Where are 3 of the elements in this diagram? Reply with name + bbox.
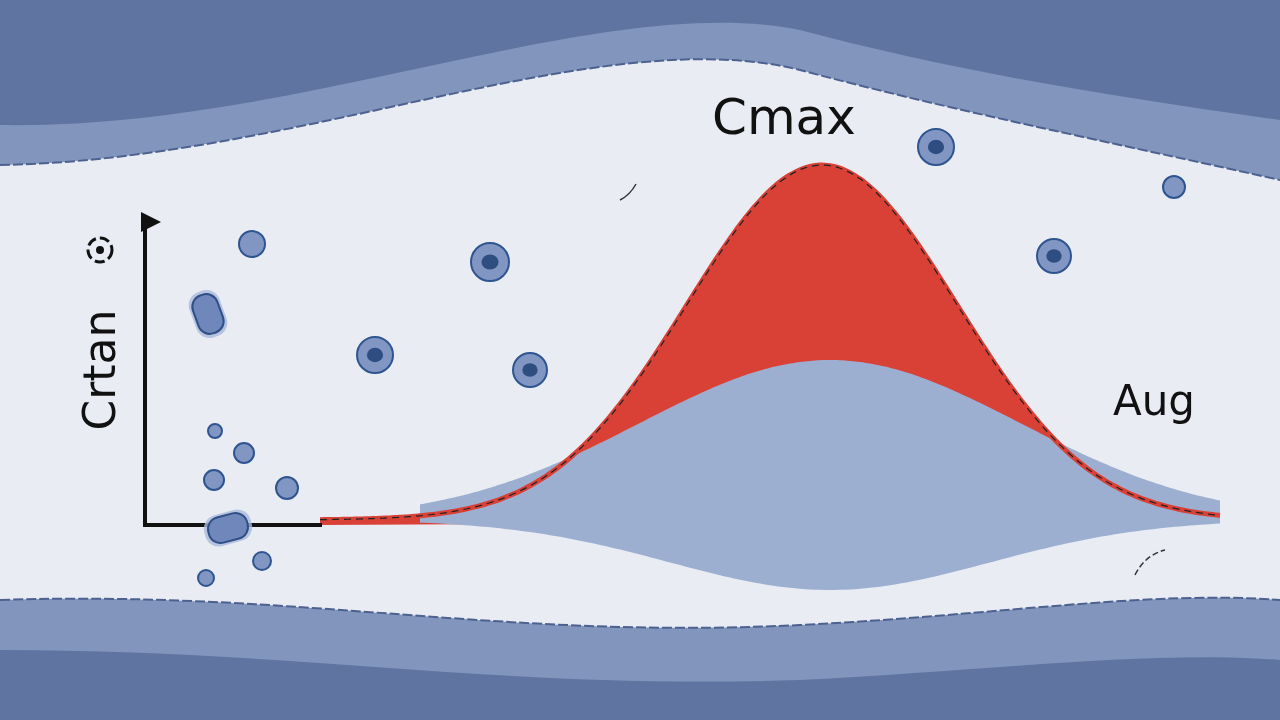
chart-label: Crtan (78, 309, 122, 431)
chart-label: Cmax (712, 92, 856, 142)
chart-label: Aug (1113, 380, 1195, 422)
